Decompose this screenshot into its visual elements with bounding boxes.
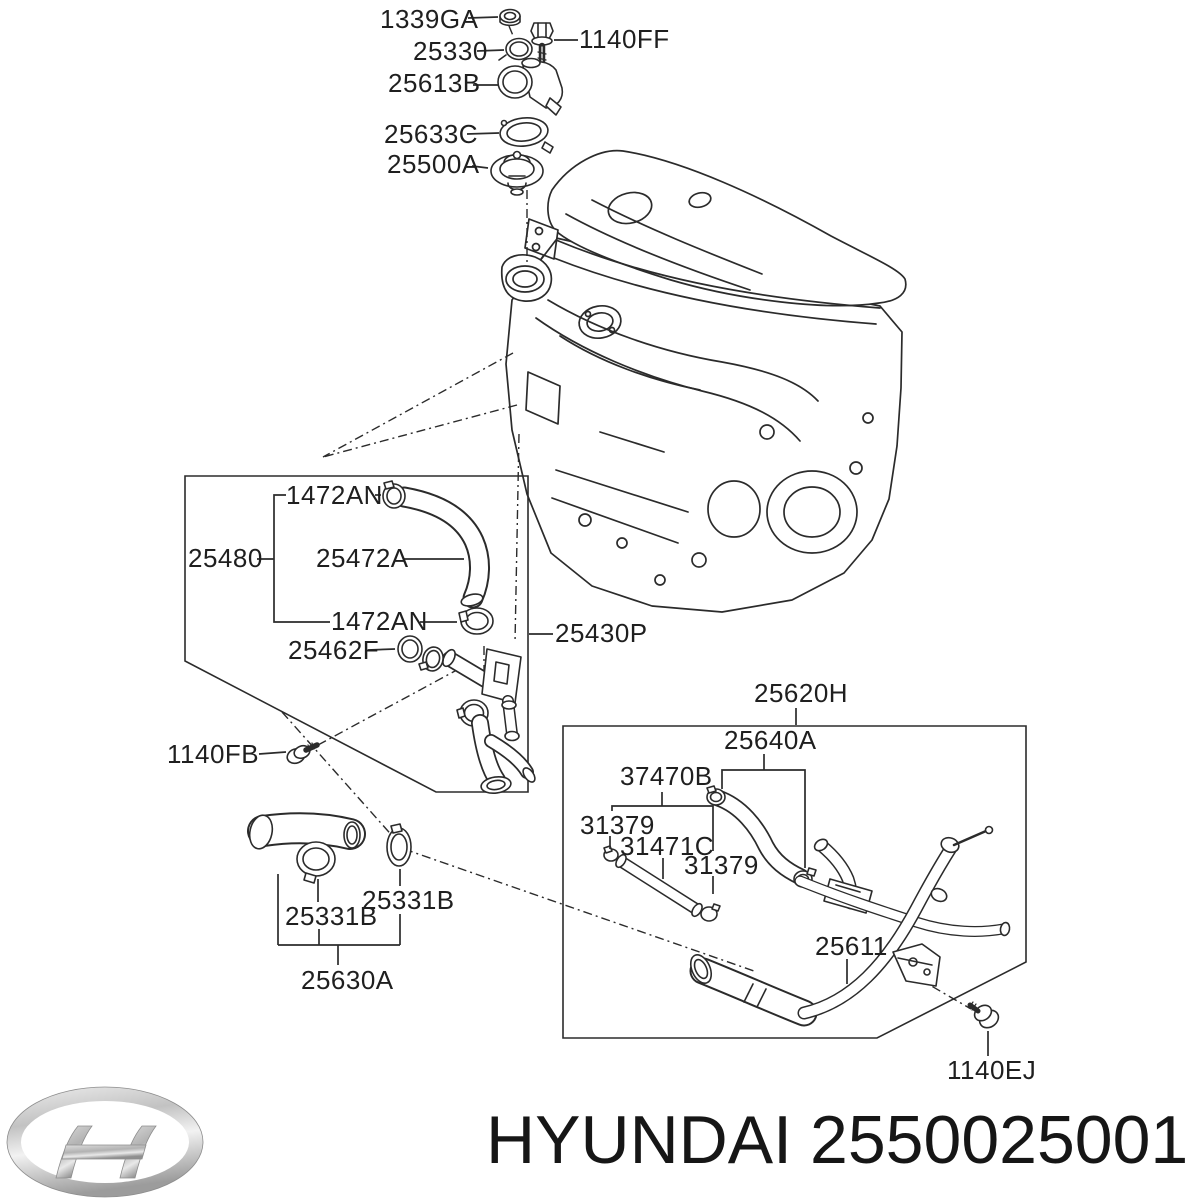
part-label-25633c: 25633C xyxy=(384,119,479,149)
heater-pipe-25620h-group xyxy=(603,785,1011,1029)
part-label-37470b: 37470B xyxy=(620,761,713,791)
group-box-25620h xyxy=(562,725,1027,1039)
part-label-1339ga: 1339GA xyxy=(380,4,479,34)
part-label-25480: 25480 xyxy=(188,543,263,573)
nut-1339ga-drawing xyxy=(499,8,521,27)
part-label-1472an-lower: 1472AN xyxy=(331,606,428,636)
footer-part-number: 2550025001 xyxy=(810,1102,1189,1178)
part-label-31471c: 31471C xyxy=(620,831,715,861)
bolt-1140ej-drawing xyxy=(967,1001,1000,1029)
thermostat-parts-group xyxy=(490,8,564,196)
part-label-25330: 25330 xyxy=(413,36,488,66)
clamp-25331b-right-drawing xyxy=(386,823,412,867)
group-box-25430p xyxy=(184,475,529,793)
clamp-25331b-left-drawing xyxy=(296,841,336,884)
oring-25462f-drawing xyxy=(397,635,423,663)
hose-25472a-drawing xyxy=(393,486,490,609)
gasket-25633c-drawing xyxy=(499,117,554,154)
part-label-31379-b: 31379 xyxy=(684,850,759,880)
water-inlet-group xyxy=(286,480,536,794)
tube-31471c-drawing xyxy=(615,853,703,918)
part-label-1140fb: 1140FB xyxy=(167,739,260,769)
part-label-1140ej: 1140EJ xyxy=(947,1055,1037,1085)
clamp-31379-b-drawing xyxy=(700,903,721,922)
engine-illustration xyxy=(500,149,907,613)
part-label-25640a: 25640A xyxy=(724,725,817,755)
clamp-31379-a-drawing xyxy=(603,845,619,862)
part-label-25500a: 25500A xyxy=(387,149,480,179)
part-label-1472an-upper: 1472AN xyxy=(286,480,383,510)
part-label-25430p: 25430P xyxy=(555,618,648,648)
part-label-25462f: 25462F xyxy=(288,635,380,665)
clamp-1472an-lower-drawing xyxy=(458,607,494,635)
ring-25330-drawing xyxy=(498,37,533,61)
housing-25613b-drawing xyxy=(497,57,564,116)
bolt-1140fb-drawing xyxy=(286,742,320,765)
part-label-25620h: 25620H xyxy=(754,678,849,708)
part-label-25472a: 25472A xyxy=(316,543,409,573)
part-label-25331b-left: 25331B xyxy=(285,901,378,931)
part-label-25630a: 25630A xyxy=(301,965,394,995)
pipe-25611-drawing xyxy=(689,825,994,1027)
heater-hose-25630a-group xyxy=(247,812,412,884)
footer-brand: HYUNDAI xyxy=(486,1102,793,1178)
clamp-1472an-upper-drawing xyxy=(382,480,406,509)
hyundai-logo xyxy=(6,1086,204,1198)
part-label-31379-a: 31379 xyxy=(580,810,655,840)
part-label-1140ff: 1140FF xyxy=(579,24,670,54)
part-label-25611: 25611 xyxy=(815,931,888,961)
leader-lines xyxy=(257,16,989,1056)
thermostat-25500a-drawing xyxy=(490,150,544,196)
pipe-bracket-drawing xyxy=(892,943,941,987)
inlet-pipe-25430p-drawing xyxy=(418,646,536,794)
part-label-25331b-right: 25331B xyxy=(362,885,455,915)
part-label-25613b: 25613B xyxy=(388,68,481,98)
